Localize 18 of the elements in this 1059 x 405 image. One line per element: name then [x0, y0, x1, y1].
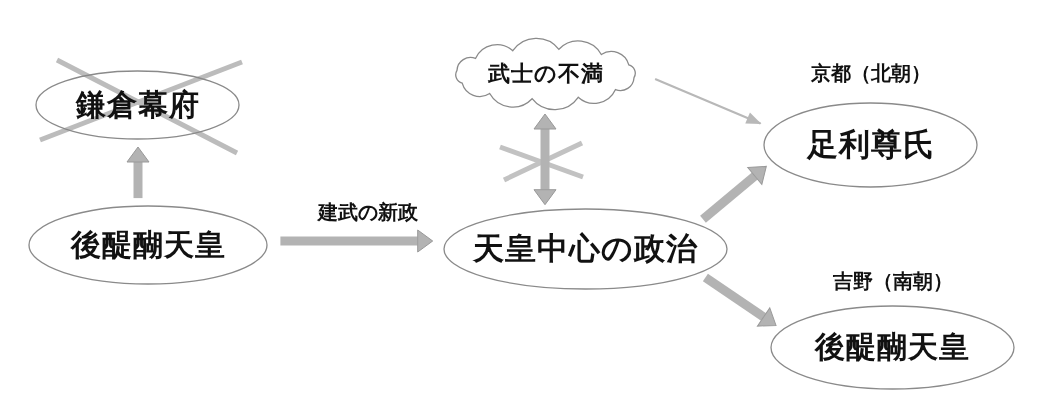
node-label: 後醍醐天皇 [815, 330, 970, 365]
node-label: 後醍醐天皇 [70, 227, 226, 263]
double-block-arrow [533, 113, 557, 206]
block-arrow [126, 146, 150, 199]
node-label: 天皇中心の政治 [473, 231, 698, 267]
oval-node [443, 208, 728, 290]
block-arrow [280, 229, 434, 253]
edge-label: 建武の新政 [315, 200, 421, 224]
node-label: 鎌倉幕府 [75, 87, 200, 123]
node-label: 武士の不満 [487, 61, 604, 87]
node-label: 足利尊氏 [806, 127, 935, 163]
place-label: 吉野（南朝） [832, 269, 953, 293]
oval-node [28, 205, 268, 285]
oval-node [35, 70, 240, 140]
arrow [654, 78, 762, 125]
block-arrow [700, 165, 767, 223]
place-label: 京都（北朝） [810, 61, 931, 85]
block-arrow [702, 273, 777, 327]
